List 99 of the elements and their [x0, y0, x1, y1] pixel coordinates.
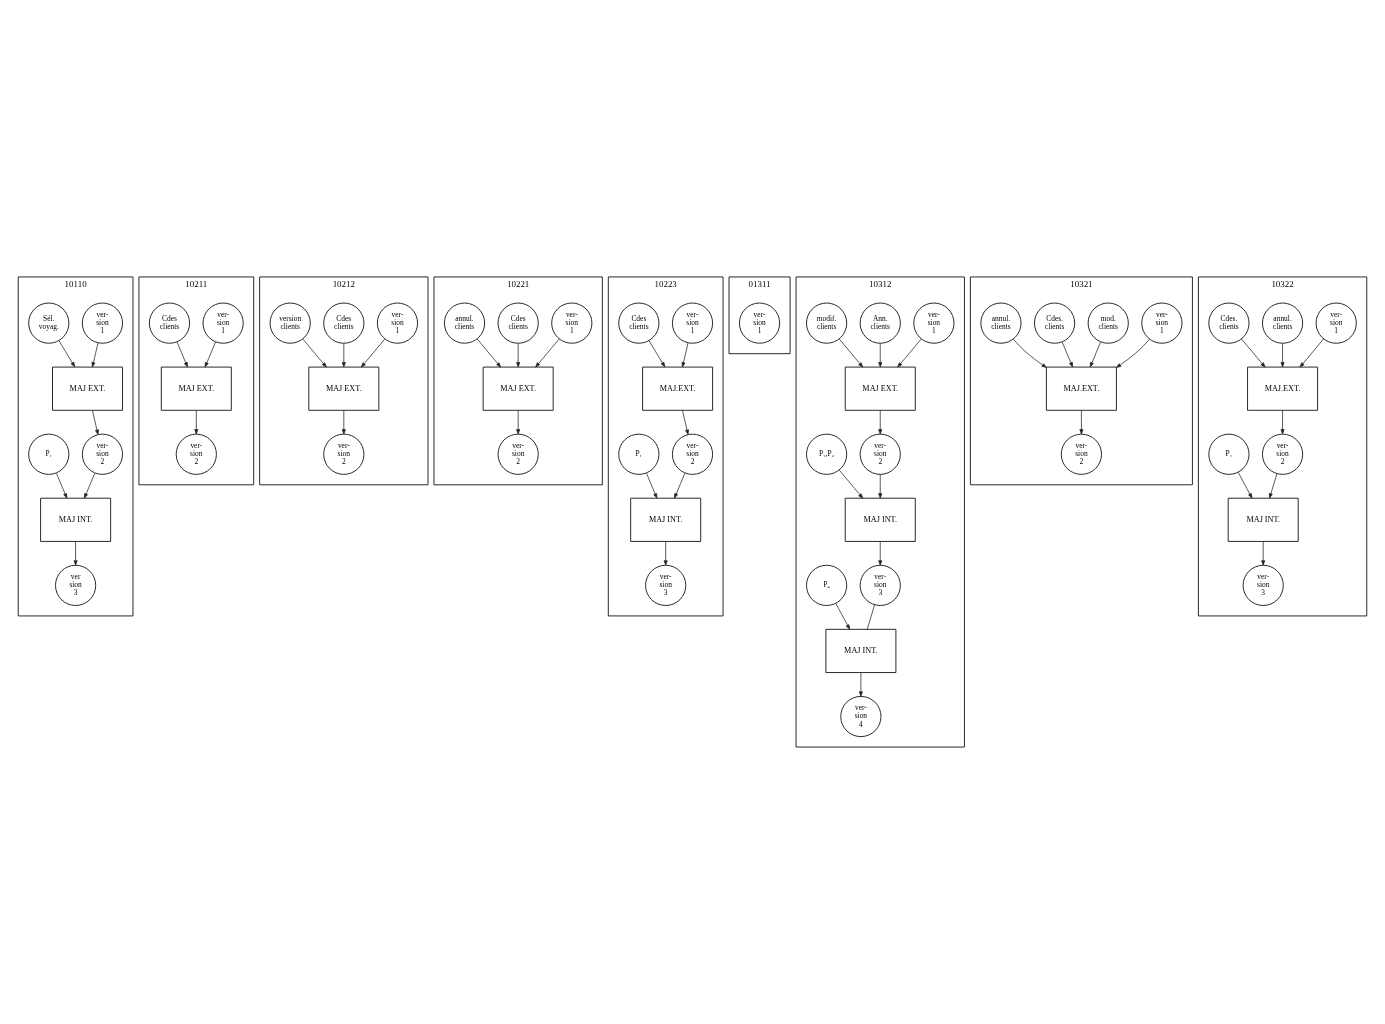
node-circle: ver- sion 2 — [175, 433, 217, 475]
node-circle: ver- sion 2 — [497, 433, 539, 475]
arrow — [878, 410, 883, 435]
node-box: MAJ EXT. — [844, 366, 916, 411]
node-box: MAJ EXT. — [160, 366, 232, 411]
node-circle: annul. clients — [980, 302, 1022, 344]
node-circle: ver- sion 3 — [1242, 564, 1284, 606]
node-circle: P₁ — [1208, 433, 1250, 475]
arrow — [84, 472, 96, 499]
node-circle: Cdes. clients — [1034, 302, 1076, 344]
node-box: MAJ INT. — [40, 497, 112, 542]
arrow — [878, 474, 883, 499]
node-circle: P₄ — [806, 564, 848, 606]
arrow — [838, 338, 864, 368]
arrow — [897, 338, 922, 368]
node-circle: ver- sion 2 — [859, 433, 901, 475]
arrow — [302, 338, 327, 368]
node-box: MAJ INT. — [630, 497, 702, 542]
node-circle: Cdes. clients — [1208, 302, 1250, 344]
arrow — [92, 410, 99, 435]
arrow — [835, 602, 851, 630]
node-circle: ver- sion 1 — [551, 302, 593, 344]
arrow — [516, 343, 521, 368]
arrow — [1280, 410, 1285, 435]
arrow — [878, 541, 883, 566]
arrow — [341, 343, 346, 368]
arrow — [194, 410, 199, 435]
arrow — [1280, 343, 1285, 368]
arrow — [1299, 338, 1324, 368]
arrow — [176, 341, 188, 368]
node-circle: P₁ — [618, 433, 660, 475]
node-box: MAJ EXT. — [52, 366, 124, 411]
arrow — [91, 342, 99, 368]
node-circle: ver- sion 2 — [671, 433, 714, 475]
arrow — [1012, 338, 1047, 368]
arrow — [1061, 341, 1073, 368]
node-circle: ver- sion 1 — [913, 302, 955, 344]
node-circle: Cdes clients — [148, 302, 191, 344]
arrow — [56, 472, 68, 499]
node-circle: Ann. clients — [859, 302, 901, 344]
node-circle: Cdes clients — [618, 302, 660, 344]
node-box: MAJ INT. — [844, 497, 916, 542]
arrow — [476, 338, 502, 368]
arrow — [663, 541, 668, 566]
arrow — [1116, 338, 1150, 368]
node-circle: annul. clients — [443, 302, 486, 344]
node-box: MAJ INT. — [825, 628, 897, 674]
node-circle: ver- sion 1 — [81, 302, 124, 344]
node-box: MAJ.EXT. — [1247, 366, 1319, 411]
arrow — [682, 410, 689, 435]
arrow — [858, 672, 863, 697]
arrow — [204, 341, 216, 368]
node-circle: ver- sion 3 — [645, 564, 687, 606]
node-circle: Sél. voyag. — [28, 302, 70, 344]
node-box: MAJ INT. — [1227, 497, 1299, 542]
node-circle: mod. clients — [1087, 302, 1129, 344]
node-circle: P₁,P₂ — [806, 433, 848, 475]
node-circle: version clients — [269, 302, 311, 344]
node-circle: ver- sion 1 — [671, 302, 714, 344]
arrow — [878, 343, 883, 368]
arrow — [516, 410, 521, 435]
arrow — [1268, 473, 1278, 499]
node-circle: ver- sion 4 — [840, 695, 882, 738]
node-circle: ver- sion 2 — [81, 433, 124, 475]
node-circle: ver- sion 1 — [1141, 302, 1183, 344]
arrow — [73, 541, 78, 566]
arrow — [681, 342, 689, 368]
node-box: MAJ EXT. — [308, 366, 380, 411]
node-circle: ver- sion 1 — [202, 302, 244, 344]
node-circle: P₁ — [28, 433, 70, 475]
arrow — [535, 338, 560, 368]
arrow — [648, 340, 666, 368]
arrow — [341, 410, 346, 435]
node-circle: Cdes clients — [497, 302, 539, 344]
arrow — [1261, 541, 1266, 566]
node-circle: ver sion 3 — [55, 564, 97, 606]
node-circle: ver- sion 1 — [376, 302, 419, 344]
arrow — [1089, 341, 1101, 368]
arrow — [1237, 471, 1253, 499]
arrow — [838, 469, 864, 499]
node-circle: ver- sion 2 — [323, 433, 365, 475]
node-circle: annul. clients — [1261, 302, 1304, 344]
arrow — [1079, 410, 1084, 435]
node-circle: Cdes clients — [323, 302, 365, 344]
arrow — [1241, 338, 1266, 368]
node-circle: ver- sion 3 — [859, 564, 901, 606]
node-circle: modif. clients — [806, 302, 848, 344]
node-circle: ver- sion 2 — [1261, 433, 1304, 475]
node-circle: ver- sion 2 — [1060, 433, 1102, 475]
node-box: MAJ EXT. — [482, 366, 554, 411]
arrow — [360, 338, 386, 368]
node-circle: ver- sion 1 — [1315, 302, 1357, 344]
arrow — [674, 472, 686, 499]
node-box: MAJ.EXT. — [642, 366, 714, 411]
arrow — [58, 340, 76, 368]
connector — [866, 604, 875, 630]
node-box: MAJ.EXT. — [1045, 366, 1117, 411]
node-circle: ver- sion 1 — [738, 302, 781, 344]
arrow — [646, 472, 658, 499]
